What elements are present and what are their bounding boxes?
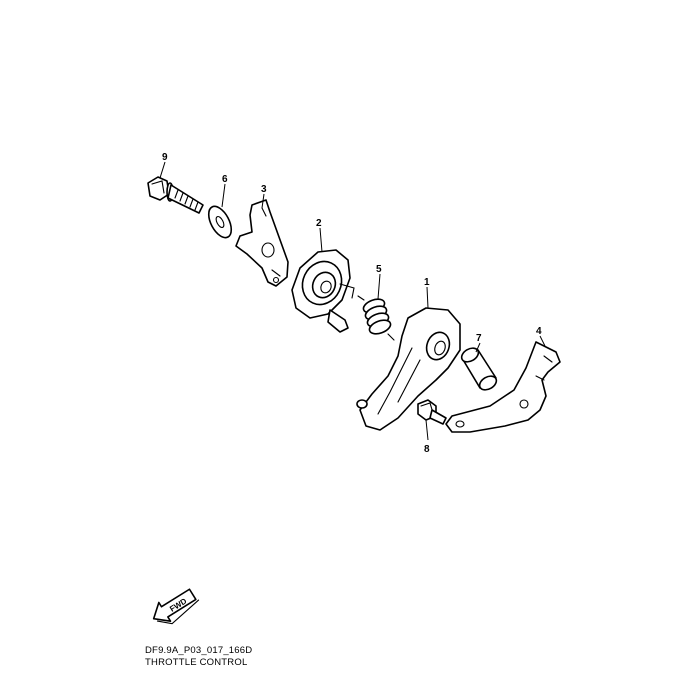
- callout-2: 2: [316, 218, 322, 229]
- part-1-lever[interactable]: [356, 307, 461, 431]
- part-9-bolt[interactable]: [147, 176, 204, 214]
- callout-labels: 9 6 3 2 5 1 7 4 8: [162, 152, 542, 455]
- callout-7: 7: [476, 333, 482, 344]
- part-6-washer[interactable]: [204, 203, 236, 241]
- callout-1: 1: [424, 277, 430, 288]
- diagram-code: DF9.9A_P03_017_166D: [145, 645, 253, 656]
- part-5-spring[interactable]: [357, 295, 395, 341]
- callout-8: 8: [424, 444, 430, 455]
- part-8-bolt[interactable]: [417, 399, 447, 425]
- diagram-title: THROTTLE CONTROL: [145, 657, 248, 668]
- callout-4: 4: [536, 326, 542, 337]
- leader-lines: [159, 161, 546, 441]
- part-2-pulley[interactable]: [291, 249, 355, 333]
- part-7-collar[interactable]: [459, 345, 499, 392]
- callout-9: 9: [162, 152, 168, 163]
- callout-5: 5: [376, 264, 382, 275]
- fwd-direction-arrow: FWD: [152, 588, 200, 625]
- part-3-bracket[interactable]: [235, 199, 289, 287]
- callout-6: 6: [222, 174, 228, 185]
- callout-3: 3: [261, 184, 267, 195]
- part-4-link-plate[interactable]: [445, 341, 561, 433]
